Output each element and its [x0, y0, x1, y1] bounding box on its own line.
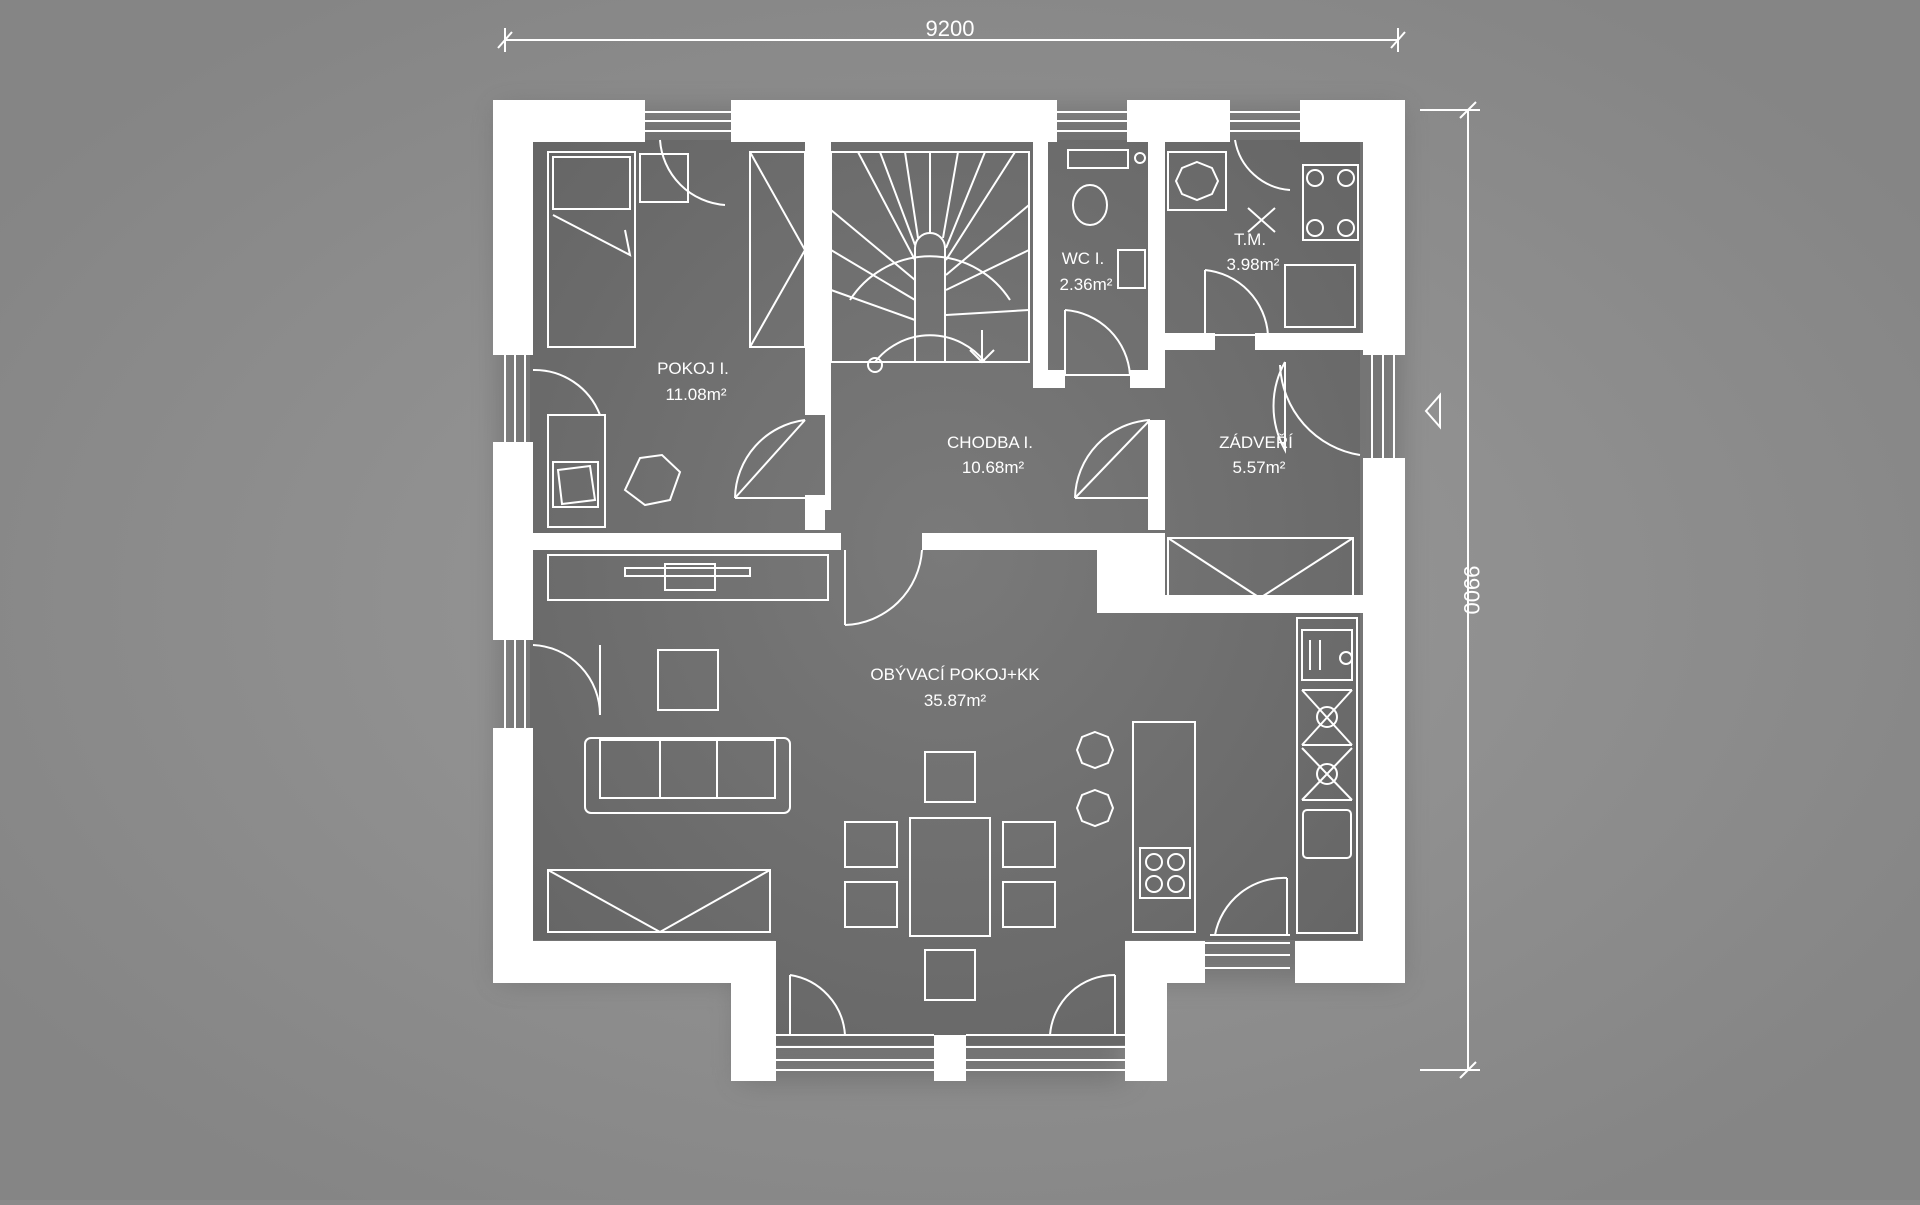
room-name-tm: T.M. — [1234, 230, 1266, 249]
room-area-chodba: 10.68m² — [962, 458, 1025, 477]
room-area-tm: 3.98m² — [1227, 255, 1280, 274]
room-area-zadveri: 5.57m² — [1233, 458, 1286, 477]
room-area-wc: 2.36m² — [1060, 275, 1113, 294]
room-name-zadveri: ZÁDVEŘÍ — [1219, 433, 1293, 452]
width-dimension: 9200 — [926, 16, 975, 41]
room-name-pokoj: POKOJ I. — [657, 359, 729, 378]
room-area-pokoj: 11.08m² — [665, 385, 726, 404]
room-name-wc: WC I. — [1062, 249, 1105, 268]
room-name-obyvaci: OBÝVACÍ POKOJ+KK — [870, 665, 1040, 684]
furniture — [547, 149, 1359, 1001]
inner-walls — [533, 140, 1365, 613]
room-labels: POKOJ I. 11.08m² WC I. 2.36m² T.M. 3.98m… — [657, 230, 1293, 710]
height-dimension: 9900 — [1459, 566, 1484, 615]
doors — [532, 139, 1361, 1036]
outer-walls — [493, 100, 1405, 1081]
dimension-lines — [497, 28, 1480, 1079]
room-name-chodba: CHODBA I. — [947, 433, 1033, 452]
windows — [504, 111, 1395, 1071]
room-area-obyvaci: 35.87m² — [924, 691, 987, 710]
